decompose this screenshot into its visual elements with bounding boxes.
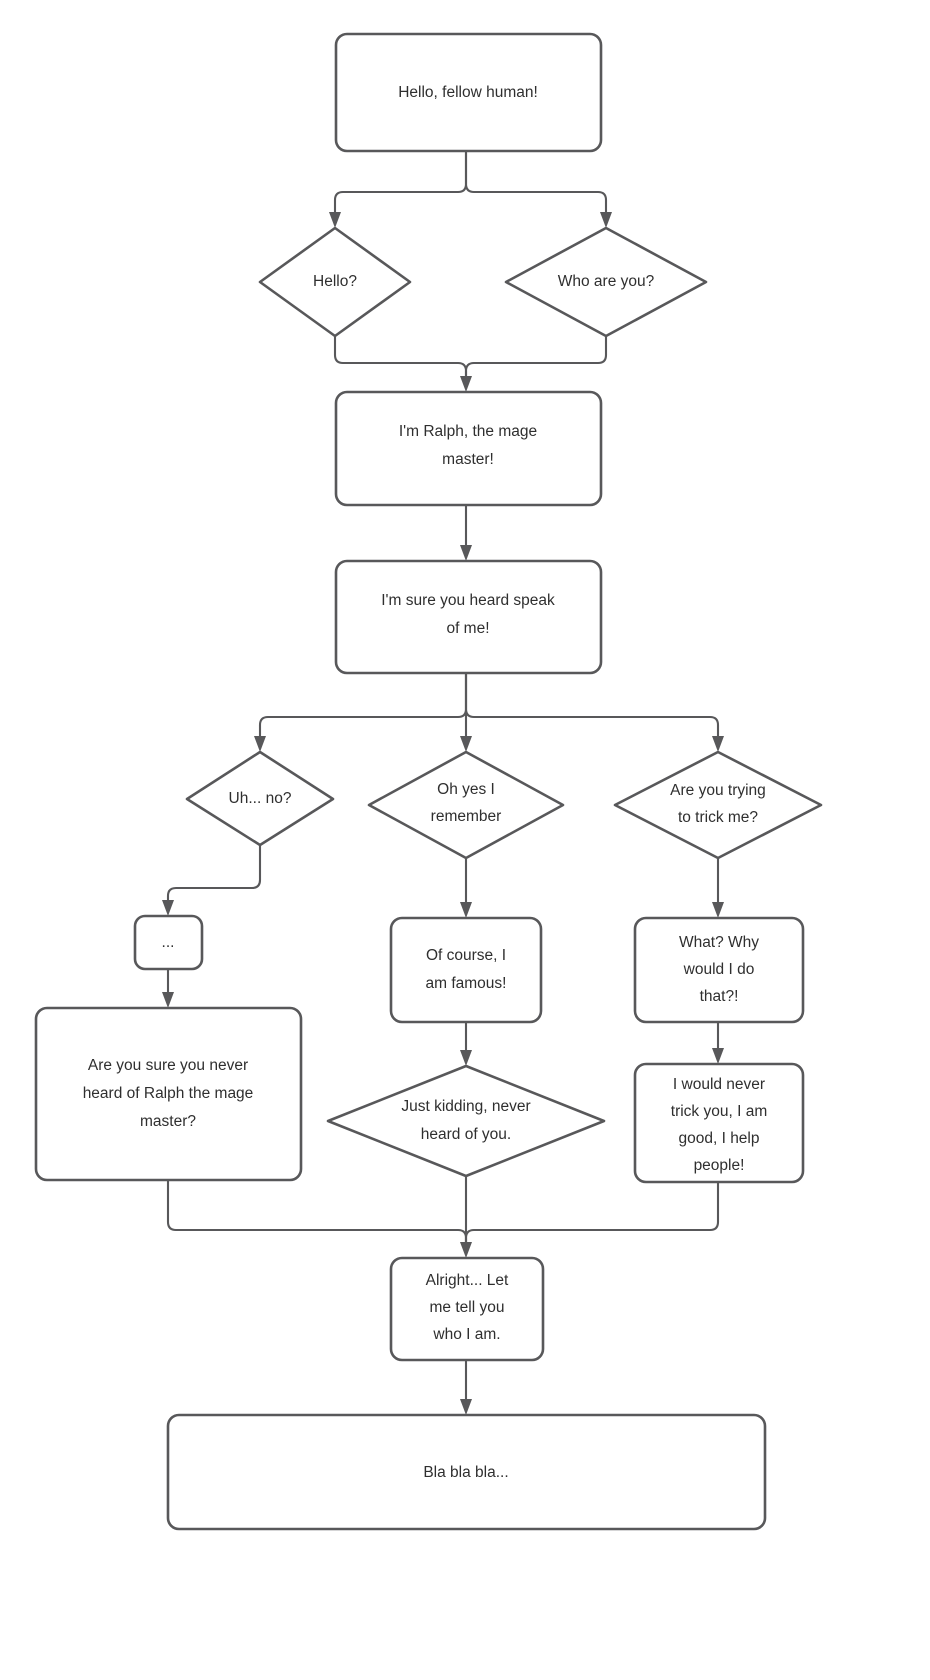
node-uh-no[interactable]: Uh... no? [185, 750, 335, 847]
node-label-line-2: am famous! [426, 975, 507, 992]
edge-n10-n15 [166, 1180, 468, 1243]
node-label-line-2: to trick me? [678, 809, 758, 826]
node-label-line-1: Oh yes I [437, 781, 495, 798]
edge-n3-n4 [464, 336, 608, 378]
node-shape-diamond[interactable] [185, 750, 335, 847]
node-label-line-2: master! [442, 451, 494, 468]
node-layer: Hello, fellow human! Hello? Who are you?… [34, 32, 823, 1531]
node-label-line-3: who I am. [432, 1326, 500, 1343]
node-label: ... [162, 934, 175, 951]
node-shape-rounded-rect[interactable] [334, 32, 603, 153]
arrowhead-n13-n14 [712, 1048, 724, 1064]
node-label-line-1: I'm sure you heard speak [381, 592, 555, 609]
node-label-line-3: master? [140, 1113, 196, 1130]
node-shape-rounded-rect[interactable] [389, 916, 543, 1024]
edge-layer [162, 151, 724, 1415]
node-ellipsis[interactable]: ... [133, 914, 204, 971]
node-label-line-2: remember [431, 808, 502, 825]
edge-n1-n2 [333, 151, 468, 213]
node-label-line-1: What? Why [679, 934, 759, 951]
node-shape-diamond[interactable] [258, 226, 412, 338]
arrowhead-n1-n3 [600, 212, 612, 228]
node-im-sure-you-heard-speak-of-me[interactable]: I'm sure you heard speak of me! [334, 559, 603, 675]
node-shape-rounded-rect[interactable] [389, 1256, 545, 1362]
arrowhead-n1-n2 [329, 212, 341, 228]
node-label-line-1: I'm Ralph, the mage [399, 423, 537, 440]
arrowhead-n5-n8 [712, 736, 724, 752]
node-just-kidding-never-heard-of-you[interactable]: Just kidding, never heard of you. [326, 1064, 606, 1178]
node-shape-rounded-rect[interactable] [334, 390, 603, 507]
node-are-you-trying-to-trick-me[interactable]: Are you trying to trick me? [613, 750, 823, 860]
node-shape-diamond[interactable] [326, 1064, 606, 1178]
node-label-line-2: would I do [683, 961, 755, 978]
node-label-line-1: Are you trying [670, 782, 766, 799]
edge-n6-n9 [166, 845, 262, 901]
node-label-line-3: good, I help [678, 1130, 759, 1147]
node-shape-rounded-rect[interactable] [633, 1062, 805, 1184]
node-bla-bla-bla[interactable]: Bla bla bla... [166, 1413, 767, 1531]
node-label-line-1: Just kidding, never [401, 1098, 530, 1115]
arrowhead-n11-n12 [460, 1050, 472, 1066]
node-label-line-2: trick you, I am [671, 1103, 767, 1120]
node-what-why-would-i-do-that[interactable]: What? Why would I do that?! [633, 916, 805, 1024]
node-label-line-1: Alright... Let [426, 1272, 509, 1289]
arrowhead-n5-n7 [460, 736, 472, 752]
node-shape-rounded-rect[interactable] [34, 1006, 303, 1182]
node-shape-diamond[interactable] [613, 750, 823, 860]
edge-n2-n4 [333, 336, 468, 378]
node-label-line-4: people! [694, 1157, 745, 1174]
node-shape-rounded-rect[interactable] [334, 559, 603, 675]
node-label-line-2: me tell you [430, 1299, 505, 1316]
edge-n1-n3 [464, 151, 608, 213]
node-label-line-1: Are you sure you never [88, 1057, 248, 1074]
arrowhead-n4-n5 [460, 545, 472, 561]
node-label: Hello, fellow human! [398, 84, 538, 101]
arrowhead-n9-n10 [162, 992, 174, 1008]
node-label: Uh... no? [229, 790, 292, 807]
node-shape-rounded-rect[interactable] [166, 1413, 767, 1531]
arrowhead-n6-n9 [162, 900, 174, 916]
node-who-are-you[interactable]: Who are you? [504, 226, 708, 338]
node-shape-diamond[interactable] [504, 226, 708, 338]
edge-n5-n8 [464, 673, 720, 737]
arrowhead-n5-n6 [254, 736, 266, 752]
node-label-line-2: of me! [446, 620, 489, 637]
node-label-line-2: heard of Ralph the mage [83, 1085, 254, 1102]
node-shape-diamond[interactable] [367, 750, 565, 860]
node-label: Bla bla bla... [423, 1464, 508, 1481]
arrowhead-merge-n4 [460, 376, 472, 392]
node-are-you-sure-you-never-heard[interactable]: Are you sure you never heard of Ralph th… [34, 1006, 303, 1182]
arrowhead-n8-n13 [712, 902, 724, 918]
arrowhead-merge-n15 [460, 1242, 472, 1258]
edge-n5-n6 [258, 673, 468, 737]
node-label-line-2: heard of you. [421, 1126, 511, 1143]
node-im-ralph-the-mage-master[interactable]: I'm Ralph, the mage master! [334, 390, 603, 507]
node-hello-fellow-human[interactable]: Hello, fellow human! [334, 32, 603, 153]
node-shape-rounded-rect[interactable] [133, 914, 204, 971]
node-oh-yes-i-remember[interactable]: Oh yes I remember [367, 750, 565, 860]
node-shape-rounded-rect[interactable] [633, 916, 805, 1024]
edge-n14-n15 [464, 1182, 720, 1243]
arrowhead-n7-n11 [460, 902, 472, 918]
node-label-line-3: that?! [700, 988, 739, 1005]
node-label: Hello? [313, 273, 357, 290]
node-label: Who are you? [558, 273, 655, 290]
node-label-line-1: I would never [673, 1076, 765, 1093]
node-i-would-never-trick-you[interactable]: I would never trick you, I am good, I he… [633, 1062, 805, 1184]
node-of-course-i-am-famous[interactable]: Of course, I am famous! [389, 916, 543, 1024]
arrowhead-n15-n16 [460, 1399, 472, 1415]
node-alright-let-me-tell-you-who-i-am[interactable]: Alright... Let me tell you who I am. [389, 1256, 545, 1362]
node-label-line-1: Of course, I [426, 947, 506, 964]
node-hello-question[interactable]: Hello? [258, 226, 412, 338]
